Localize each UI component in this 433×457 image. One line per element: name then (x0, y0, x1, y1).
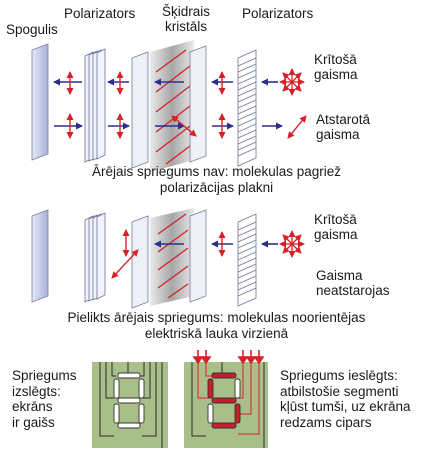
label-spriegums-izslegts: Spriegums izslēgts: ekrāns ir gaišs (12, 368, 77, 430)
polarizer-right-mid (237, 213, 257, 307)
polarizer-stack-top (84, 48, 106, 163)
reflected-light-arrow-top (287, 115, 307, 139)
glass-plate-mid-2 (189, 209, 207, 303)
glass-plate-top-1 (131, 51, 149, 169)
mirror-top (31, 43, 49, 161)
display-off-segments (113, 372, 145, 429)
polarizer-right-top (237, 49, 257, 167)
red-polarization-arrows-top (66, 71, 226, 139)
label-gaisma-neatstarojas: Gaisma neatstarojas (316, 268, 390, 298)
caption-voltage-applied: Pielikts ārējais spriegums: molekulas no… (67, 310, 366, 341)
crystal-molecules-mid (157, 213, 189, 299)
top-stack (31, 40, 307, 172)
label-skidrais-kristals: Šķidrais kristāls (161, 4, 210, 34)
polarizer-stack-mid (84, 212, 106, 303)
label-spogulis: Spogulis (6, 22, 58, 37)
display-off (92, 362, 168, 448)
display-on-segments (207, 372, 241, 429)
label-atstarota-gaisma: Atstarotā gaisma (316, 112, 371, 142)
mirror-mid (31, 209, 49, 303)
display-on (184, 350, 268, 448)
red-polarization-arrows-mid (111, 229, 226, 279)
liquid-crystal-top (150, 40, 194, 172)
label-polarizators-right: Polarizators (242, 6, 314, 21)
incident-light-star-top (279, 68, 305, 96)
glass-plate-top-2 (189, 45, 207, 163)
middle-stack (31, 208, 305, 309)
label-polarizators-left: Polarizators (64, 6, 136, 21)
display-off-wires (99, 362, 163, 448)
display-on-wires-idle (191, 362, 265, 448)
liquid-crystal-mid (150, 208, 194, 306)
label-kritosa-gaisma-top: Krītošā gaisma (314, 52, 358, 82)
glass-plate-mid-1 (131, 215, 149, 309)
incident-light-star-mid (279, 230, 305, 258)
label-kritosa-gaisma-mid: Krītošā gaisma (314, 212, 358, 242)
voltage-arrows (192, 350, 265, 365)
label-spriegums-ieslegts: Spriegums ieslēgts: atbilstošie segmenti… (280, 368, 411, 430)
caption-no-voltage: Ārējais spriegums nav: molekulas pagriež… (91, 164, 342, 195)
